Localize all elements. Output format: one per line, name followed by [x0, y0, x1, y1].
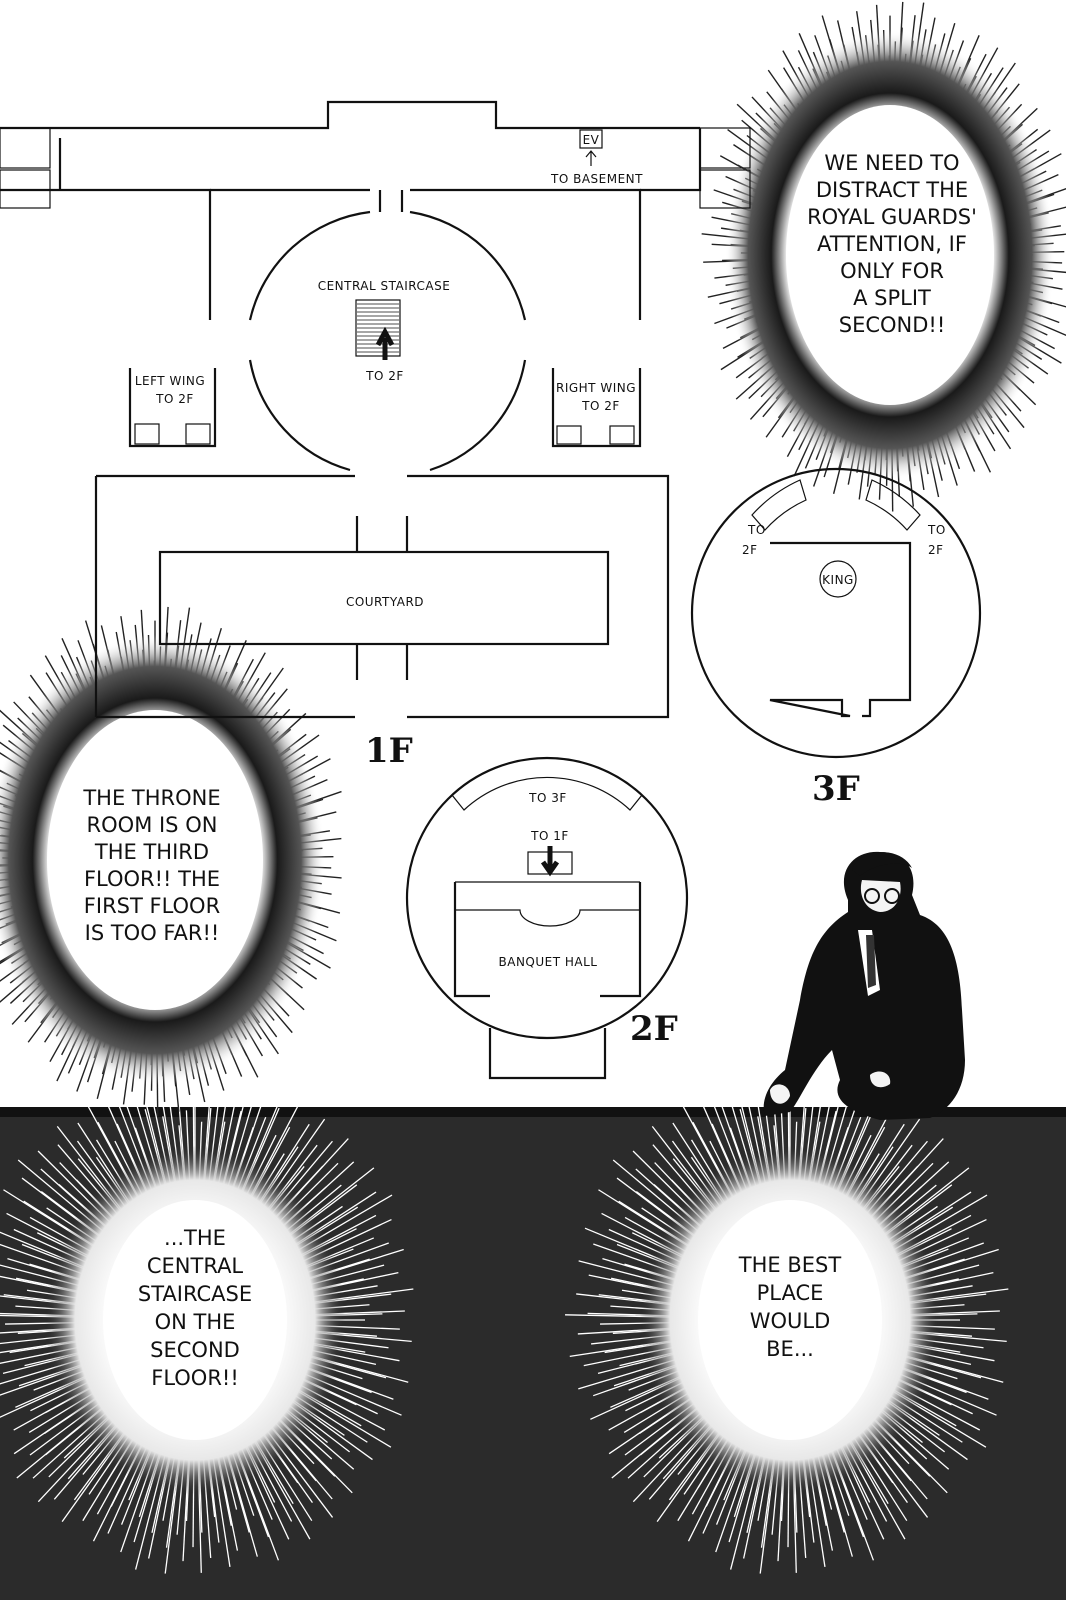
right-wing-label-2: TO 2F: [581, 399, 620, 413]
king-label: KING: [822, 573, 854, 587]
left-wing-label-2: TO 2F: [155, 392, 194, 406]
central-staircase-icon: [355, 299, 401, 360]
speech-top-right-line-5: ONLY FOR: [840, 259, 944, 283]
speech-top-right-line-3: ROYAL GUARDS': [807, 205, 977, 229]
ev-label: EV: [583, 133, 600, 147]
speech-bottom-left-line-5: SECOND: [150, 1338, 240, 1362]
speech-mid-left-line-3: THE THIRD: [94, 840, 209, 864]
courtyard-label: COURTYARD: [346, 595, 424, 609]
floor-2f-label: 2F: [630, 1009, 678, 1049]
third-to-label-right-1: TO: [927, 523, 946, 537]
to-basement-label: TO BASEMENT: [550, 172, 643, 186]
speech-bottom-left-line-4: ON THE: [155, 1310, 236, 1334]
speech-bottom-right-line-1: THE BEST: [738, 1253, 842, 1277]
second-to-1f-label: TO 1F: [530, 829, 569, 843]
speech-mid-left-line-4: FLOOR!! THE: [84, 867, 220, 891]
speech-top-right-line-4: ATTENTION, IF: [817, 232, 967, 256]
floor-plan-2f: TO 3F TO 1F BANQUET HALL 2F: [405, 756, 689, 1080]
speech-bottom-left-line-2: CENTRAL: [147, 1254, 244, 1278]
floor-plan-3f: TO 2F TO 2F KING 3F: [690, 467, 982, 809]
speech-mid-left-line-1: THE THRONE: [82, 786, 220, 810]
speech-top-right-line-6: A SPLIT: [853, 286, 931, 310]
speech-bottom-right-line-4: BE...: [766, 1337, 814, 1361]
central-to-label: TO 2F: [365, 369, 404, 383]
third-to-label-left-1: TO: [747, 523, 766, 537]
floor-1f-label: 1F: [365, 731, 413, 771]
speech-bottom-left-line-1: ...THE: [164, 1226, 226, 1250]
speech-bottom-right-line-2: PLACE: [757, 1281, 824, 1305]
burst-bottom-right: [565, 1068, 1009, 1574]
speech-mid-left: THE THRONE ROOM IS ON THE THIRD FLOOR!! …: [82, 786, 220, 945]
banquet-hall-label: BANQUET HALL: [499, 955, 598, 969]
burst-top-right: [701, 1, 1066, 512]
burst-bottom-left: [0, 1068, 414, 1574]
speech-bottom-right: THE BEST PLACE WOULD BE...: [738, 1253, 842, 1361]
speech-bottom-left: ...THE CENTRAL STAIRCASE ON THE SECOND F…: [138, 1226, 252, 1390]
speech-top-right: WE NEED TO DISTRACT THE ROYAL GUARDS' AT…: [807, 151, 977, 337]
second-to-3f-label: TO 3F: [528, 791, 567, 805]
speech-mid-left-line-6: IS TOO FAR!!: [85, 921, 220, 945]
third-to-label-right-2: 2F: [928, 543, 944, 557]
speech-mid-left-line-2: ROOM IS ON: [87, 813, 218, 837]
speech-bottom-left-line-6: FLOOR!!: [151, 1366, 239, 1390]
speech-top-right-line-2: DISTRACT THE: [816, 178, 968, 202]
central-staircase-label: CENTRAL STAIRCASE: [318, 279, 451, 293]
speech-bottom-left-line-3: STAIRCASE: [138, 1282, 252, 1306]
speech-top-right-line-1: WE NEED TO: [824, 151, 959, 175]
speech-top-right-line-7: SECOND!!: [839, 313, 946, 337]
right-wing-label-1: RIGHT WING: [556, 381, 636, 395]
burst-mid-left: [0, 606, 342, 1117]
crouching-character: [763, 851, 965, 1120]
speech-bottom-right-line-3: WOULD: [750, 1309, 831, 1333]
floor-3f-label: 3F: [812, 769, 860, 809]
third-to-label-left-2: 2F: [742, 543, 758, 557]
floor-plan-1f: EV TO BASEMENT CENTRAL STAIRCASE TO 2F L…: [0, 100, 751, 771]
left-wing-label-1: LEFT WING: [135, 374, 205, 388]
speech-mid-left-line-5: FIRST FLOOR: [84, 894, 220, 918]
